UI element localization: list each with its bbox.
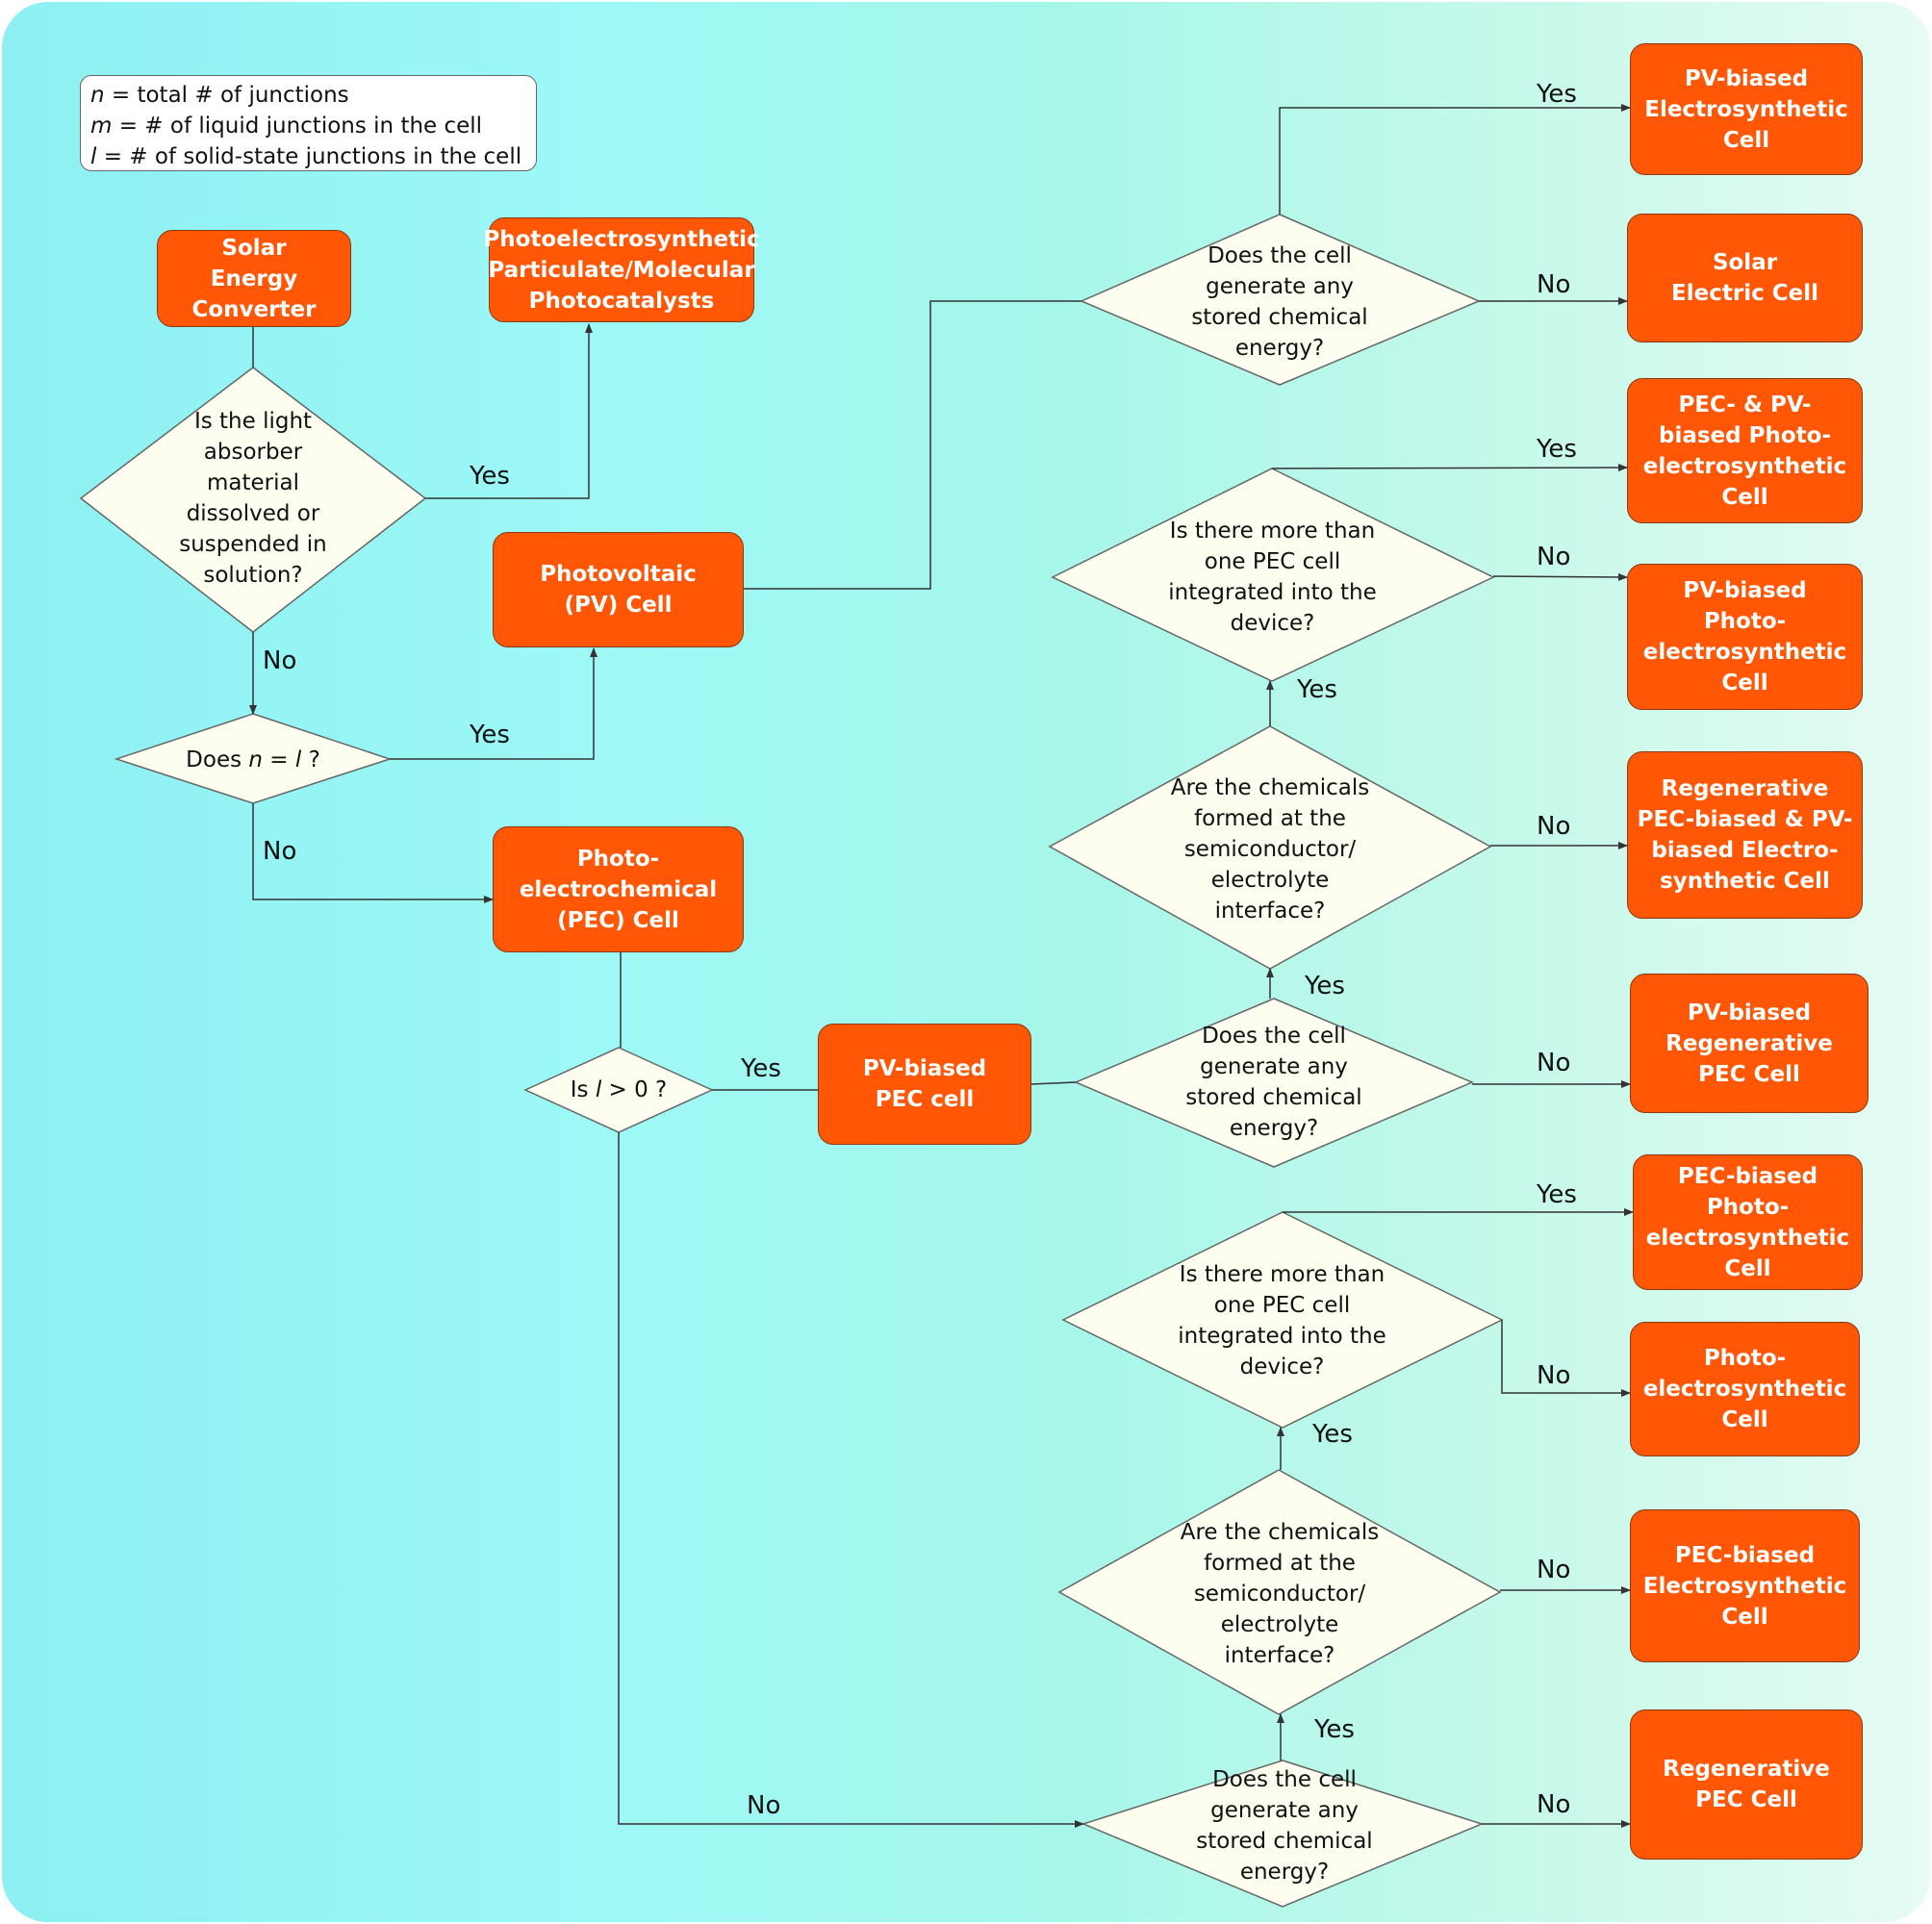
legend-line-m: m = # of liquid junctions in the cell xyxy=(90,111,526,141)
label-no-more-than-one-lower: No xyxy=(1537,1361,1571,1390)
decision-stored-energy-pvpec-text: Does the cell generate any stored chemic… xyxy=(1168,1020,1380,1145)
label-no-chemicals-upper: No xyxy=(1537,812,1571,841)
decision-n-equals-l-prefix: Does xyxy=(186,747,249,772)
decision-l-gt-0-var-l: l xyxy=(595,1077,602,1102)
decision-stored-energy-pv-diamond xyxy=(1080,214,1481,386)
decision-l-gt-0-text: Is l > 0 ? xyxy=(561,1071,676,1109)
decision-more-than-one-pec-upper-label: Is there more than one PEC cell integrat… xyxy=(1168,519,1377,636)
label-no-l-gt-0: No xyxy=(747,1791,781,1820)
legend-var-n: n xyxy=(90,83,105,108)
decision-absorber-label: Is the light absorber material dissolved… xyxy=(179,409,327,588)
decision-stored-energy-pvpec-label: Does the cell generate any stored chemic… xyxy=(1185,1024,1362,1141)
label-yes-absorber: Yes xyxy=(470,462,510,491)
legend-text-m: = # of liquid junctions in the cell xyxy=(112,114,483,139)
decision-stored-energy-pv-text: Does the cell generate any stored chemic… xyxy=(1174,240,1385,365)
box-pec-pv-biased-photoelectrosynthetic-label: PEC- & PV-biased Photo-electrosynthetic … xyxy=(1642,392,1847,510)
legend-text-l: = # of solid-state junctions in the cell xyxy=(96,144,522,169)
box-pv-biased-photoelectrosynthetic: PV-biased Photo-electrosynthetic Cell xyxy=(1627,564,1863,710)
label-yes-l-gt-0: Yes xyxy=(741,1054,781,1083)
decision-chemicals-upper-label: Are the chemicals formed at the semicond… xyxy=(1170,775,1370,924)
decision-chemicals-lower-label: Are the chemicals formed at the semicond… xyxy=(1180,1520,1380,1668)
label-yes-more-than-one-upper: Yes xyxy=(1537,435,1577,464)
label-yes-stored-energy-pv: Yes xyxy=(1537,80,1577,109)
decision-more-than-one-pec-lower-text: Is there more than one PEC cell integrat… xyxy=(1164,1258,1400,1383)
legend-text-n: = total # of junctions xyxy=(104,83,349,108)
legend-var-m: m xyxy=(90,114,113,139)
box-solar-electric: Solar Electric Cell xyxy=(1627,214,1863,342)
decision-stored-energy-pec-label: Does the cell generate any stored chemic… xyxy=(1196,1767,1373,1885)
decision-l-gt-0-label: Is l > 0 ? xyxy=(571,1075,668,1105)
box-photovoltaic-cell-label: Photovoltaic (PV) Cell xyxy=(540,562,697,618)
box-regenerative-pec: Regenerative PEC Cell xyxy=(1630,1709,1863,1860)
label-no-chemicals-lower: No xyxy=(1537,1556,1571,1584)
decision-absorber-text: Is the light absorber material dissolved… xyxy=(162,390,344,607)
box-photoelectrosynthetic-particulate: Photoelectrosynthetic Particulate/Molecu… xyxy=(483,217,760,322)
box-pv-biased-electrosynthetic: PV-biased Electrosynthetic Cell xyxy=(1630,43,1863,175)
box-pec-pv-biased-photoelectrosynthetic: PEC- & PV-biased Photo-electrosynthetic … xyxy=(1627,378,1863,523)
decision-l-gt-0-prefix: Is xyxy=(570,1077,596,1102)
label-yes-stored-energy-pvpec: Yes xyxy=(1305,972,1345,1000)
legend-var-l: l xyxy=(90,144,97,169)
legend-box: n = total # of junctions m = # of liquid… xyxy=(80,75,537,171)
box-solar-electric-label: Solar Electric Cell xyxy=(1671,250,1818,306)
box-photoelectrosynthetic-label: Photo-electrosynthetic Cell xyxy=(1642,1346,1847,1432)
box-pv-biased-photoelectrosynthetic-label: PV-biased Photo-electrosynthetic Cell xyxy=(1642,578,1847,696)
box-solar-energy-converter: Solar Energy Converter xyxy=(157,230,351,327)
box-regenerative-pec-label: Regenerative PEC Cell xyxy=(1663,1757,1830,1812)
box-pv-biased-regenerative-pec: PV-biased Regenerative PEC Cell xyxy=(1630,974,1868,1113)
label-no-more-than-one-upper: No xyxy=(1537,543,1571,571)
label-yes-stored-energy-pec: Yes xyxy=(1314,1715,1355,1744)
decision-stored-energy-pv-label: Does the cell generate any stored chemic… xyxy=(1191,243,1368,361)
decision-n-equals-l-mid: = xyxy=(262,747,295,772)
box-regenerative-pec-pv-biased-electrosynthetic-label: Regenerative PEC-biased & PV-biased Elec… xyxy=(1637,776,1853,894)
decision-more-than-one-pec-upper-text: Is there more than one PEC cell integrat… xyxy=(1155,515,1390,640)
decision-n-equals-l-var-n: n xyxy=(248,747,263,772)
box-pv-biased-regenerative-pec-label: PV-biased Regenerative PEC Cell xyxy=(1665,1000,1833,1087)
box-pv-biased-pec-cell: PV-biased PEC cell xyxy=(818,1024,1031,1145)
box-pec-biased-photoelectrosynthetic: PEC-biased Photo-electrosynthetic Cell xyxy=(1633,1154,1863,1290)
box-solar-energy-converter-label: Solar Energy Converter xyxy=(191,235,317,322)
decision-more-than-one-pec-lower-label: Is there more than one PEC cell integrat… xyxy=(1178,1262,1386,1380)
label-yes-n-equals-l: Yes xyxy=(470,721,510,749)
box-pec-biased-electrosynthetic-label: PEC-biased Electrosynthetic Cell xyxy=(1642,1542,1847,1630)
decision-chemicals-upper-text: Are the chemicals formed at the semicond… xyxy=(1155,772,1385,927)
label-no-stored-energy-pv: No xyxy=(1537,270,1571,299)
decision-chemicals-lower-text: Are the chemicals formed at the semicond… xyxy=(1164,1516,1395,1672)
decision-stored-energy-pec-text: Does the cell generate any stored chemic… xyxy=(1179,1763,1390,1888)
box-pec-biased-photoelectrosynthetic-label: PEC-biased Photo-electrosynthetic Cell xyxy=(1645,1163,1850,1281)
box-photoelectrosynthetic-particulate-label: Photoelectrosynthetic Particulate/Molecu… xyxy=(483,226,760,314)
label-no-absorber: No xyxy=(263,646,297,675)
label-yes-more-than-one-lower: Yes xyxy=(1537,1180,1577,1209)
box-pec-biased-electrosynthetic: PEC-biased Electrosynthetic Cell xyxy=(1630,1509,1860,1662)
box-pec-cell-label: Photo-electrochemical (PEC) Cell xyxy=(519,846,718,933)
box-pv-biased-electrosynthetic-label: PV-biased Electrosynthetic Cell xyxy=(1644,65,1848,153)
box-regenerative-pec-pv-biased-electrosynthetic: Regenerative PEC-biased & PV-biased Elec… xyxy=(1627,751,1863,919)
box-photoelectrosynthetic: Photo-electrosynthetic Cell xyxy=(1630,1322,1860,1456)
decision-stored-energy-pec-diamond xyxy=(1080,1759,1485,1908)
legend-line-n: n = total # of junctions xyxy=(90,80,526,111)
legend-line-l: l = # of solid-state junctions in the ce… xyxy=(90,141,526,172)
decision-n-equals-l-text: Does n = l ? xyxy=(154,741,352,779)
decision-n-equals-l-suffix: ? xyxy=(301,747,320,772)
label-no-stored-energy-pvpec: No xyxy=(1537,1049,1571,1077)
label-yes-chemicals-upper: Yes xyxy=(1297,675,1337,704)
decision-stored-energy-pvpec-diamond xyxy=(1074,998,1474,1168)
box-pec-cell: Photo-electrochemical (PEC) Cell xyxy=(493,826,744,952)
label-yes-chemicals-lower: Yes xyxy=(1312,1420,1353,1449)
decision-n-equals-l-var-l: l xyxy=(294,747,302,772)
label-no-n-equals-l: No xyxy=(263,837,297,866)
decision-l-gt-0-suffix: > 0 ? xyxy=(601,1077,668,1102)
decision-n-equals-l-label: Does n = l ? xyxy=(186,745,320,775)
box-pv-biased-pec-cell-label: PV-biased PEC cell xyxy=(862,1056,987,1112)
label-no-stored-energy-pec: No xyxy=(1537,1790,1571,1819)
box-photovoltaic-cell: Photovoltaic (PV) Cell xyxy=(493,532,744,647)
